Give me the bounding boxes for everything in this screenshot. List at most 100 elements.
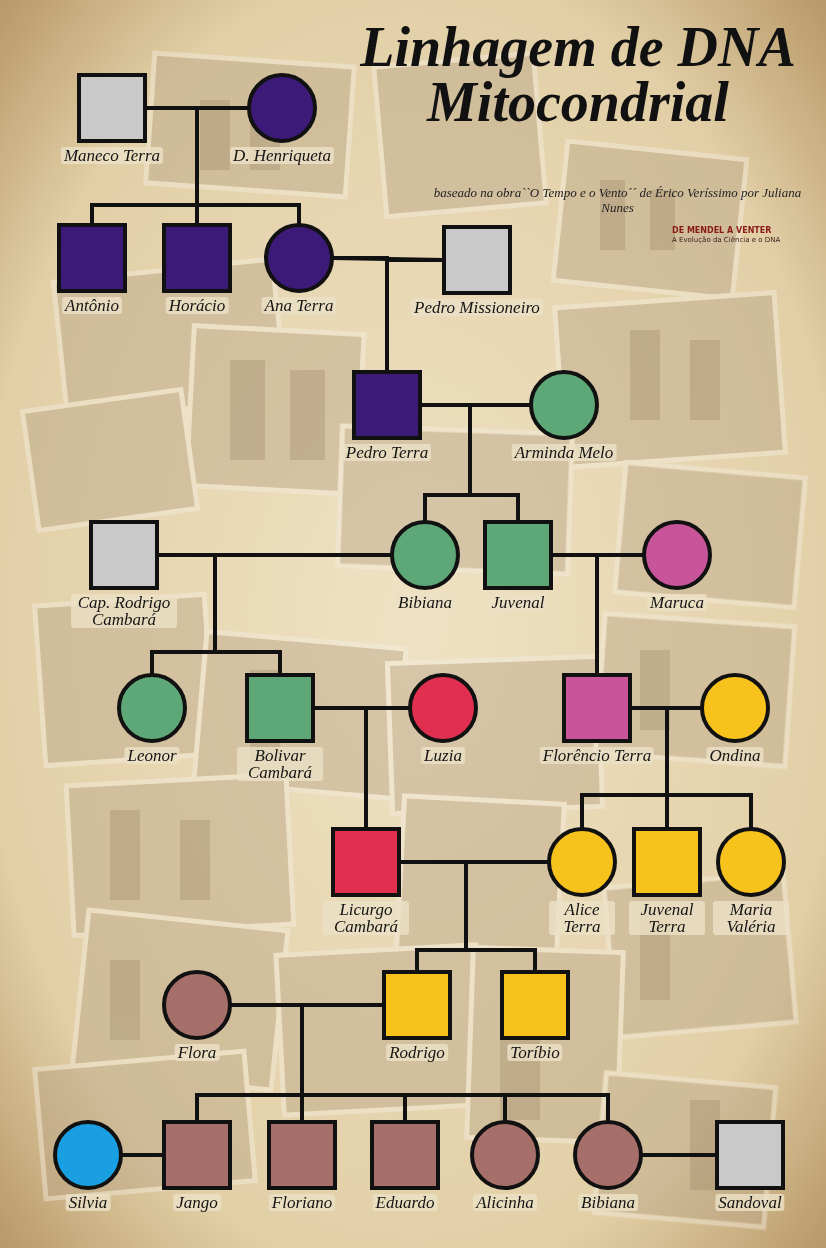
circle-outline — [55, 1122, 121, 1188]
pedigree-shape — [632, 827, 702, 897]
square-outline — [485, 522, 551, 588]
family-line — [417, 862, 547, 970]
male-square: Maneco Terra — [77, 73, 147, 143]
male-square: Horácio — [162, 223, 232, 293]
logo-text: DE MENDEL A VENTER — [672, 226, 771, 235]
person-name: Cap. Rodrigo Cambará — [71, 594, 177, 628]
male-square: Licurgo Cambará — [331, 827, 401, 897]
square-outline — [269, 1122, 335, 1188]
female-circle: Bibiana — [573, 1120, 643, 1190]
person-name: Luzia — [421, 747, 465, 764]
square-outline — [564, 675, 630, 741]
pedigree-shape — [408, 673, 478, 743]
circle-outline — [531, 372, 597, 438]
male-square: Jango — [162, 1120, 232, 1190]
person-name: Arminda Melo — [512, 444, 617, 461]
male-square: Rodrigo — [382, 970, 452, 1040]
pedigree-shape — [264, 223, 334, 293]
person-name: Pedro Terra — [343, 444, 431, 461]
pedigree-shape — [162, 223, 232, 293]
pedigree-shape — [716, 827, 786, 897]
female-circle: Silvia — [53, 1120, 123, 1190]
male-square: Toríbio — [500, 970, 570, 1040]
pedigree-shape — [642, 520, 712, 590]
family-line — [232, 1005, 505, 1120]
male-square: Floriano — [267, 1120, 337, 1190]
pedigree-shape — [77, 73, 147, 143]
family-line — [159, 555, 280, 673]
person-name: Bolivar Cambará — [237, 747, 323, 781]
pedigree-shape — [442, 225, 512, 295]
photo-collage — [22, 53, 805, 1227]
logo-text: A Evolução da Ciência e o DNA — [672, 236, 780, 244]
pedigree-shape — [500, 970, 570, 1040]
square-outline — [59, 225, 125, 291]
poster-title: Linhagem de DNA Mitocondrial — [338, 20, 818, 130]
family-line — [470, 405, 529, 520]
pedigree-shape — [470, 1120, 540, 1190]
person-name: Alicinha — [473, 1194, 537, 1211]
square-outline — [354, 372, 420, 438]
circle-outline — [164, 972, 230, 1038]
family-line — [466, 862, 547, 970]
person-name: Eduardo — [373, 1194, 438, 1211]
male-square: Eduardo — [370, 1120, 440, 1190]
male-square: Cap. Rodrigo Cambará — [89, 520, 159, 590]
pedigree-shape — [162, 970, 232, 1040]
pedigree-shape — [117, 673, 187, 743]
person-name: Florêncio Terra — [540, 747, 654, 764]
square-outline — [634, 829, 700, 895]
female-circle: Ondina — [700, 673, 770, 743]
person-name: Maneco Terra — [61, 147, 163, 164]
circle-outline — [575, 1122, 641, 1188]
person-name: Antônio — [62, 297, 122, 314]
circle-outline — [119, 675, 185, 741]
family-line — [152, 555, 390, 673]
pedigree-shape — [331, 827, 401, 897]
circle-outline — [472, 1122, 538, 1188]
pedigree-shape — [57, 223, 127, 293]
pedigree-shape — [547, 827, 617, 897]
pedigree-shape — [53, 1120, 123, 1190]
pedigree-shape — [267, 1120, 337, 1190]
pedigree-shape — [562, 673, 632, 743]
pedigree-shape — [162, 1120, 232, 1190]
pedigree-shape — [529, 370, 599, 440]
pedigree-shape — [245, 673, 315, 743]
female-circle: D. Henriqueta — [247, 73, 317, 143]
person-name: Bibiana — [578, 1194, 638, 1211]
person-name: Horácio — [166, 297, 229, 314]
square-outline — [91, 522, 157, 588]
male-square: Antônio — [57, 223, 127, 293]
square-outline — [502, 972, 568, 1038]
circle-outline — [266, 225, 332, 291]
person-name: Licurgo Cambará — [323, 901, 409, 935]
family-line — [632, 708, 667, 827]
family-line — [366, 708, 408, 827]
circle-outline — [644, 522, 710, 588]
family-line — [215, 555, 390, 673]
person-name: Toríbio — [507, 1044, 562, 1061]
female-circle: Luzia — [408, 673, 478, 743]
circle-outline — [702, 675, 768, 741]
circle-outline — [410, 675, 476, 741]
pedigree-shape — [382, 970, 452, 1040]
female-circle: Bibiana — [390, 520, 460, 590]
square-outline — [372, 1122, 438, 1188]
square-outline — [79, 75, 145, 141]
male-square: Bolivar Cambará — [245, 673, 315, 743]
pedigree-shape — [715, 1120, 785, 1190]
person-name: Juvenal Terra — [629, 901, 705, 935]
family-line — [401, 862, 466, 970]
female-circle: Leonor — [117, 673, 187, 743]
male-square: Pedro Terra — [352, 370, 422, 440]
female-circle: Arminda Melo — [529, 370, 599, 440]
pedigree-shape — [573, 1120, 643, 1190]
square-outline — [164, 225, 230, 291]
pedigree-shape — [247, 73, 317, 143]
female-circle: Ana Terra — [264, 223, 334, 293]
subtitle-caption: baseado na obra``O Tempo e o Vento´´ de … — [425, 186, 810, 216]
circle-outline — [249, 75, 315, 141]
